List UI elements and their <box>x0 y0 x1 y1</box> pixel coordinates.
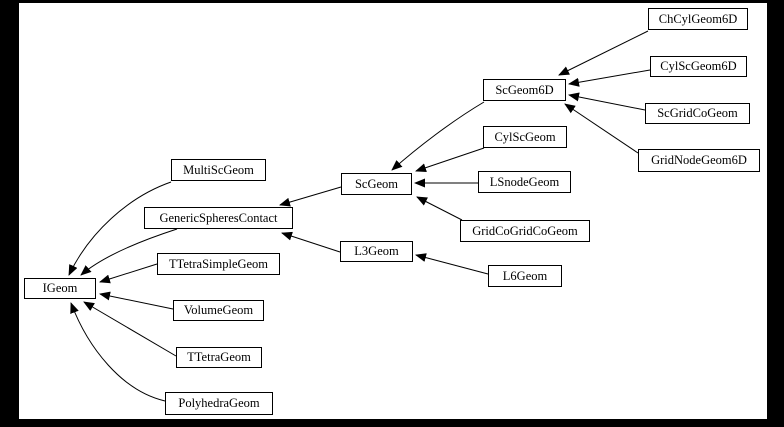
node-L3Geom[interactable]: L3Geom <box>340 241 413 262</box>
node-ScGeom[interactable]: ScGeom <box>341 173 412 195</box>
node-TTetraSimpleGeom[interactable]: TTetraSimpleGeom <box>157 253 280 275</box>
node-ChCylGeom6D[interactable]: ChCylGeom6D <box>648 8 748 30</box>
node-CylScGeom[interactable]: CylScGeom <box>483 126 567 148</box>
node-VolumeGeom[interactable]: VolumeGeom <box>173 300 264 321</box>
node-GridCoGridCoGeom[interactable]: GridCoGridCoGeom <box>460 220 590 242</box>
node-MultiScGeom[interactable]: MultiScGeom <box>171 159 266 181</box>
node-PolyhedraGeom[interactable]: PolyhedraGeom <box>165 392 273 415</box>
node-GridNodeGeom6D[interactable]: GridNodeGeom6D <box>638 149 760 172</box>
node-ScGeom6D[interactable]: ScGeom6D <box>483 79 566 101</box>
node-LSnodeGeom[interactable]: LSnodeGeom <box>478 171 571 193</box>
node-TTetraGeom[interactable]: TTetraGeom <box>176 347 262 368</box>
node-CylScGeom6D[interactable]: CylScGeom6D <box>650 56 747 77</box>
node-ScGridCoGeom[interactable]: ScGridCoGeom <box>645 103 750 124</box>
node-GenericSpheresContact[interactable]: GenericSpheresContact <box>144 207 293 229</box>
node-IGeom[interactable]: IGeom <box>24 278 96 299</box>
node-L6Geom[interactable]: L6Geom <box>488 265 562 287</box>
